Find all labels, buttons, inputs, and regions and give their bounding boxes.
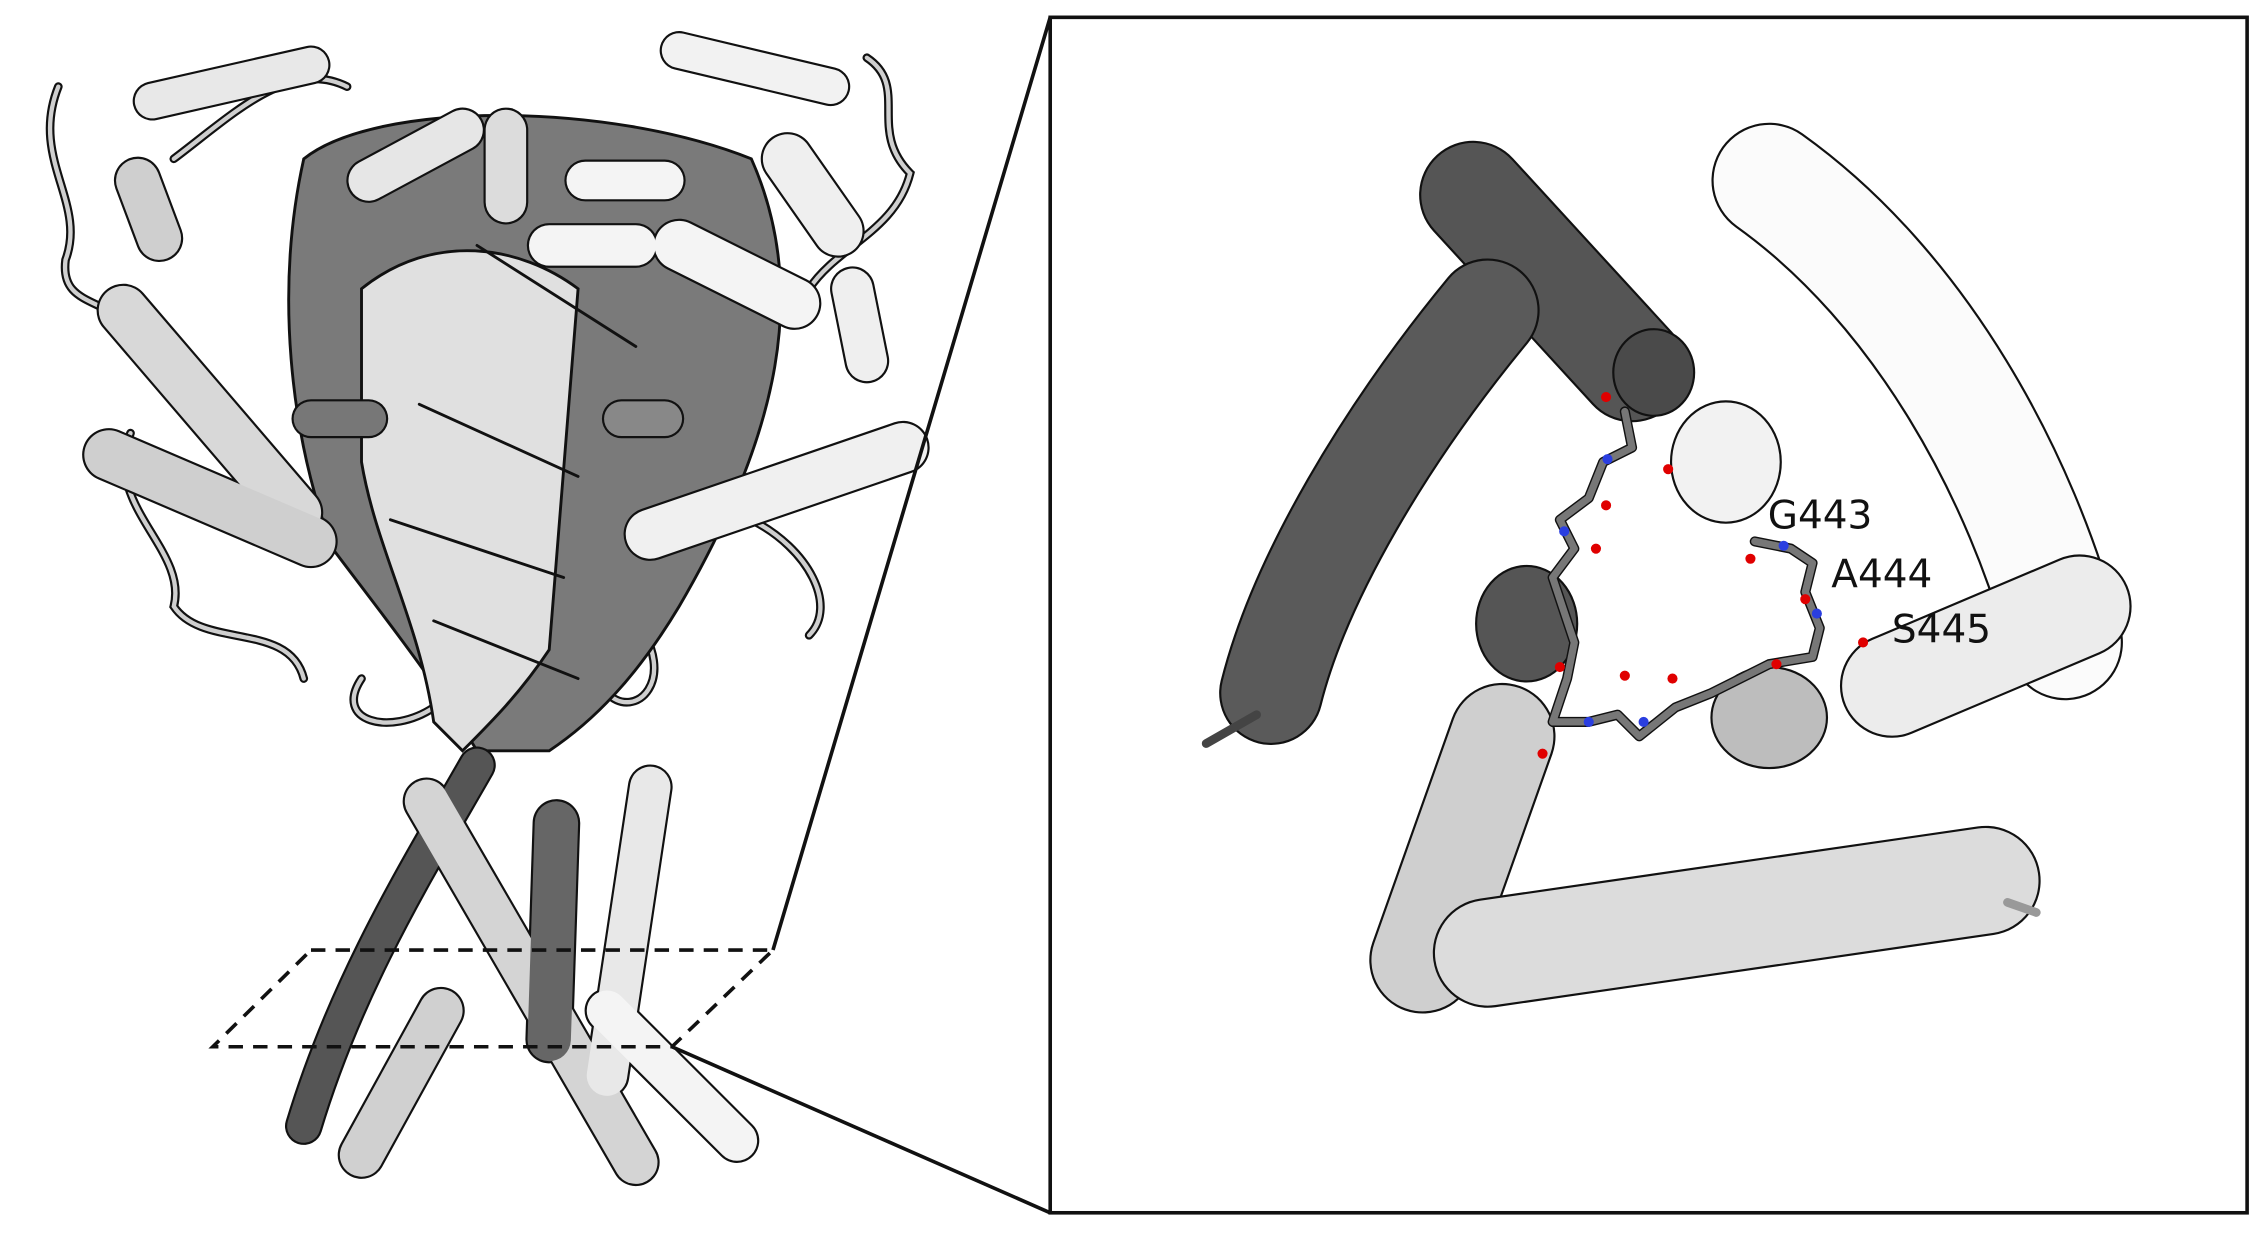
nitrogen-atoms: [1559, 454, 1822, 727]
protein-overview: [45, 31, 930, 1187]
zoom-connector-bottom: [671, 1045, 1051, 1215]
residue-sticks: [1547, 406, 1825, 742]
helices-fill: [84, 33, 928, 1184]
slice-plane: [208, 948, 778, 1049]
zoom-inset: G443 A444 S445: [1048, 15, 2249, 1215]
beta-sheet-light: [360, 249, 580, 753]
residue-label-s445: S445: [1892, 607, 1991, 652]
zoom-connector-top: [771, 16, 1052, 951]
residue-label-g443: G443: [1768, 493, 1873, 538]
residue-label-a444: A444: [1831, 553, 1932, 598]
oxygen-atoms: [1537, 391, 1869, 759]
